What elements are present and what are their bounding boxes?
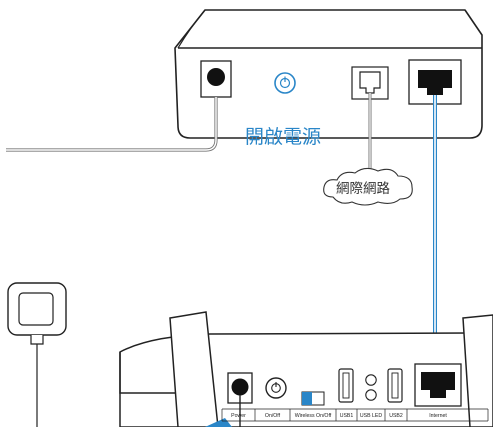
port-label-onoff: On/Off (265, 413, 281, 419)
adapter-plug-face (18, 292, 54, 326)
modem-power-label: 開啟電源 (245, 126, 321, 148)
usb1-slot (342, 372, 350, 399)
wireless-toggle-knob (302, 392, 312, 405)
router-antenna-right (462, 314, 493, 427)
modem-power-jack (207, 68, 225, 86)
modem-body (174, 9, 483, 139)
modem-power-button[interactable] (274, 72, 296, 94)
router-power-button[interactable] (265, 377, 287, 399)
port-label-internet: Internet (429, 413, 447, 419)
cloud-shape (323, 167, 413, 206)
label-strip-dividers (221, 409, 489, 421)
router-antenna-left (169, 311, 219, 427)
modem (174, 9, 483, 139)
port-label-wireless: Wireless On/Off (295, 413, 332, 419)
internet-cloud: 網際網路 (323, 167, 413, 206)
modem-ethernet-jack (418, 70, 452, 95)
phone-port-slot (359, 71, 381, 94)
usb2-slot (391, 372, 399, 399)
modem-power-cable-inner (6, 97, 217, 151)
router-left-edge (119, 352, 176, 394)
router: Power On/Off Wireless On/Off USB1 USB LE… (119, 311, 493, 427)
usb-led-2 (365, 389, 377, 401)
port-label-power: Power (231, 413, 246, 419)
router-blue-marker (205, 418, 232, 427)
port-label-usb1: USB1 (340, 413, 354, 419)
router-power-jack (231, 378, 249, 396)
port-label-usb2: USB2 (389, 413, 403, 419)
port-label-usb-led: USB LED (360, 413, 382, 419)
power-adapter (7, 282, 67, 427)
router-internet-jack (421, 372, 455, 398)
adapter-neck (30, 335, 44, 345)
cloud-label: 網際網路 (336, 181, 390, 197)
usb-led-1 (365, 374, 377, 386)
modem-top-edge (177, 9, 206, 49)
